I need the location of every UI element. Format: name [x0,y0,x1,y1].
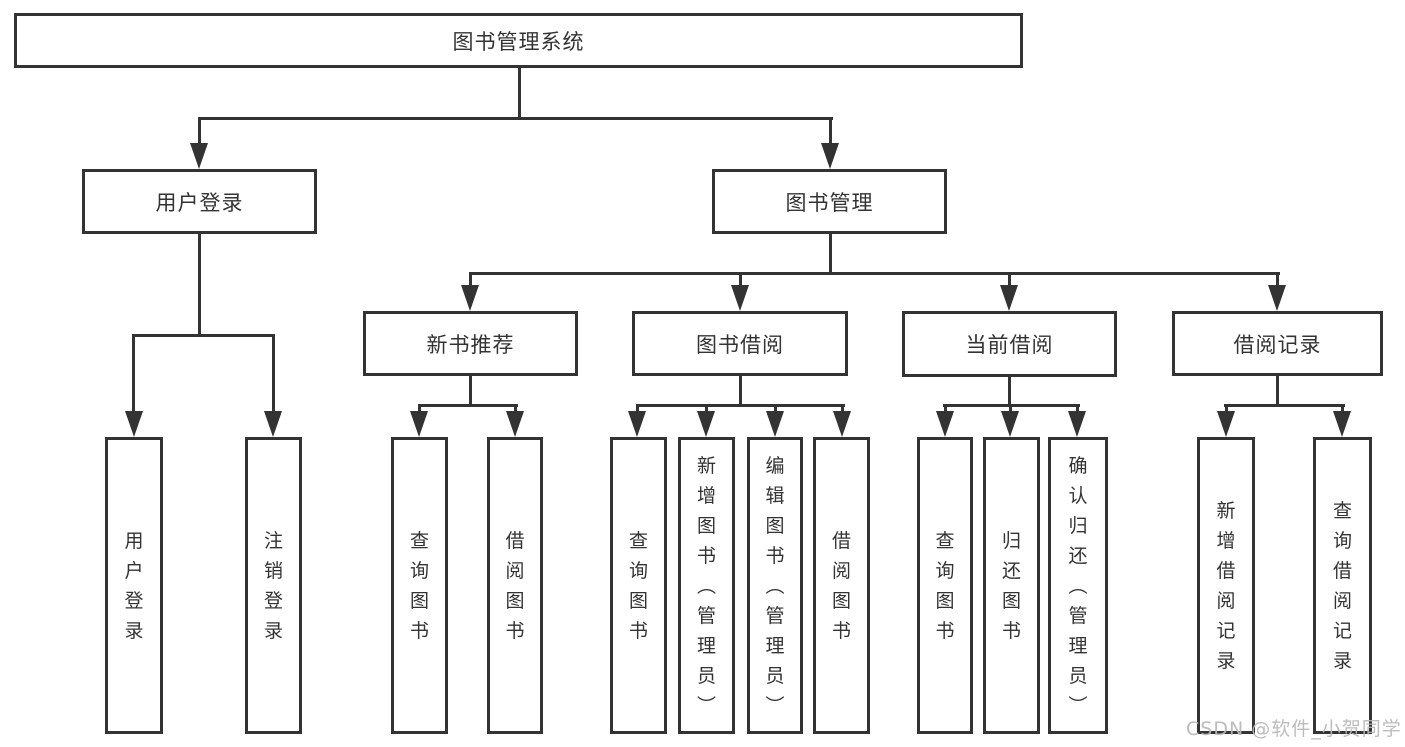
connector-leaf-bracket [418,404,518,407]
arrowhead-down [1001,411,1019,437]
leaf-user-login: 用 户 登 录 [105,437,163,734]
leaf-edit-books-admin-label: 编 辑 图 书 ︵ 管 理 员 ︶ [765,454,785,717]
arrowhead-down [697,411,715,437]
connector-drop [739,272,742,288]
leaf-query-books-current: 查 询 图 书 [917,437,973,734]
arrowhead-down [833,411,851,437]
leaf-user-login-label: 用 户 登 录 [124,529,144,642]
arrowhead-down [190,143,208,169]
leaf-confirm-return-admin: 确 认 归 还 ︵ 管 理 员 ︶ [1048,437,1108,734]
leaf-query-books-recommend: 查 询 图 书 [391,437,448,734]
connector-drop [1225,404,1228,416]
connector-leaf-bracket [636,404,845,407]
connector-drop [1008,272,1011,288]
node-borrowing-records: 借阅记录 [1172,311,1383,376]
arrowhead-down [1217,411,1235,437]
connector-l3-stem [469,374,472,407]
leaf-query-books-borrowing: 查 询 图 书 [610,437,667,734]
leaf-query-borrow-record-label: 查 询 借 阅 记 录 [1332,499,1352,672]
node-root-label: 图书管理系统 [452,29,585,54]
leaf-logout: 注 销 登 录 [245,437,302,734]
node-book-management-label: 图书管理 [785,190,874,215]
connector-userlogin-bracket [132,334,275,337]
connector-drop [514,404,517,416]
node-book-borrowing: 图书借阅 [632,311,848,376]
connector-l3-stem [739,374,742,407]
arrowhead-down [1068,411,1086,437]
connector-mgmt-stem [829,232,832,275]
connector-root-bracket [198,117,833,120]
arrowhead-down [936,411,954,437]
leaf-edit-books-admin: 编 辑 图 书 ︵ 管 理 员 ︶ [747,437,803,734]
connector-drop [1009,404,1012,416]
node-user-login: 用户登录 [82,169,317,234]
connector-drop [418,404,421,416]
node-book-management: 图书管理 [712,169,947,234]
arrowhead-down [1333,411,1351,437]
arrowhead-down [731,285,749,311]
node-new-book-recommend-label: 新书推荐 [426,332,515,357]
connector-drop [198,117,201,147]
leaf-logout-label: 注 销 登 录 [263,529,283,642]
leaf-borrow-books-recommend: 借 阅 图 书 [487,437,543,734]
arrowhead-down [766,411,784,437]
leaf-borrow-books-recommend-label: 借 阅 图 书 [505,529,525,642]
leaf-query-borrow-record: 查 询 借 阅 记 录 [1313,437,1372,734]
node-root: 图书管理系统 [14,13,1023,68]
arrowhead-down [628,411,646,437]
leaf-return-books: 归 还 图 书 [983,437,1040,734]
leaf-query-books-borrowing-label: 查 询 图 书 [628,529,648,642]
node-borrowing-records-label: 借阅记录 [1233,332,1322,357]
connector-drop [1276,272,1279,288]
arrowhead-down [1000,285,1018,311]
connector-drop [944,404,947,416]
connector-drop [132,334,135,413]
arrowhead-down [461,285,479,311]
leaf-add-books-admin: 新 增 图 书 ︵ 管 理 员 ︶ [678,437,735,734]
node-user-login-label: 用户登录 [155,190,244,215]
node-new-book-recommend: 新书推荐 [363,311,578,376]
connector-l3-stem [1008,375,1011,407]
connector-drop [1341,404,1344,416]
node-book-borrowing-label: 图书借阅 [696,332,784,357]
connector-userlogin-stem [198,232,201,336]
leaf-confirm-return-admin-label: 确 认 归 还 ︵ 管 理 员 ︶ [1068,454,1088,717]
leaf-return-books-label: 归 还 图 书 [1001,529,1021,642]
arrowhead-down [125,411,143,437]
arrowhead-down [410,411,428,437]
connector-drop [1076,404,1079,416]
leaf-borrow-books-borrowing-label: 借 阅 图 书 [831,529,851,642]
connector-drop [636,404,639,416]
arrowhead-down [1268,285,1286,311]
connector-mgmt-bracket [469,272,1280,275]
arrowhead-down [506,411,524,437]
connector-root-stem [518,67,521,119]
connector-l3-stem [1276,374,1279,407]
node-current-borrowing: 当前借阅 [902,311,1117,377]
connector-drop [272,334,275,413]
csdn-watermark: CSDN @软件_小贺同学 [1186,718,1402,740]
leaf-borrow-books-borrowing: 借 阅 图 书 [813,437,870,734]
leaf-add-books-admin-label: 新 增 图 书 ︵ 管 理 员 ︶ [696,454,716,717]
arrowhead-down [264,411,282,437]
leaf-query-books-current-label: 查 询 图 书 [935,529,955,642]
connector-drop [469,272,472,288]
arrowhead-down [821,143,839,169]
leaf-query-books-recommend-label: 查 询 图 书 [409,529,429,642]
leaf-add-borrow-record-label: 新 增 借 阅 记 录 [1216,499,1236,672]
connector-leaf-bracket [1224,404,1345,407]
connector-drop [841,404,844,416]
connector-drop [705,404,708,416]
connector-drop [774,404,777,416]
connector-drop [829,117,832,147]
leaf-add-borrow-record: 新 增 借 阅 记 录 [1197,437,1255,734]
node-current-borrowing-label: 当前借阅 [965,333,1054,357]
